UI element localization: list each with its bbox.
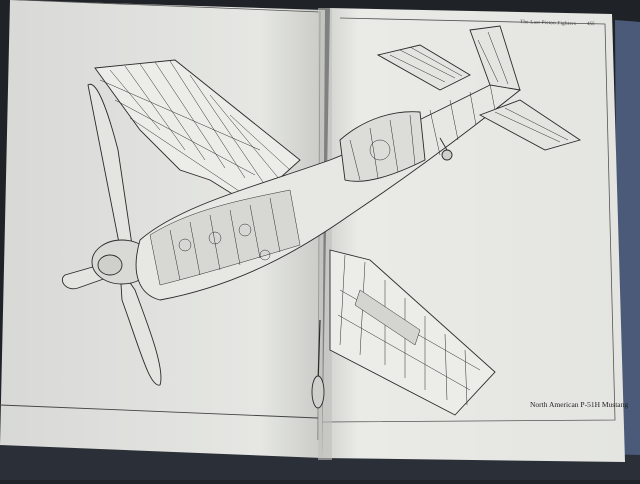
figure-caption: North American P-51H Mustang — [530, 400, 629, 409]
landing-gear-strut — [317, 319, 321, 386]
rear-fuselage-frames — [429, 83, 496, 156]
cockpit-detail — [349, 114, 416, 181]
book-gutter — [318, 8, 332, 460]
engine-detail — [149, 189, 301, 286]
aircraft-cutaway-drawing — [61, 25, 582, 416]
propeller-blade-lower — [119, 266, 162, 386]
lower-wing-ribs — [337, 254, 481, 406]
right-page-frame — [321, 17, 616, 423]
page-number: 455 — [586, 21, 595, 28]
left-page-bottom-rule — [0, 404, 319, 419]
upper-wing — [94, 59, 301, 206]
tail-wheel — [441, 149, 453, 161]
right-stabilizer — [478, 99, 582, 151]
spinner-tip — [97, 254, 123, 276]
propeller-blade-upper — [87, 83, 133, 249]
left-stabilizer — [376, 44, 471, 91]
landing-gear-wheel — [311, 375, 325, 409]
cockpit — [339, 111, 426, 182]
upper-wing-ribs — [99, 60, 291, 196]
vertical-tail — [469, 25, 521, 91]
